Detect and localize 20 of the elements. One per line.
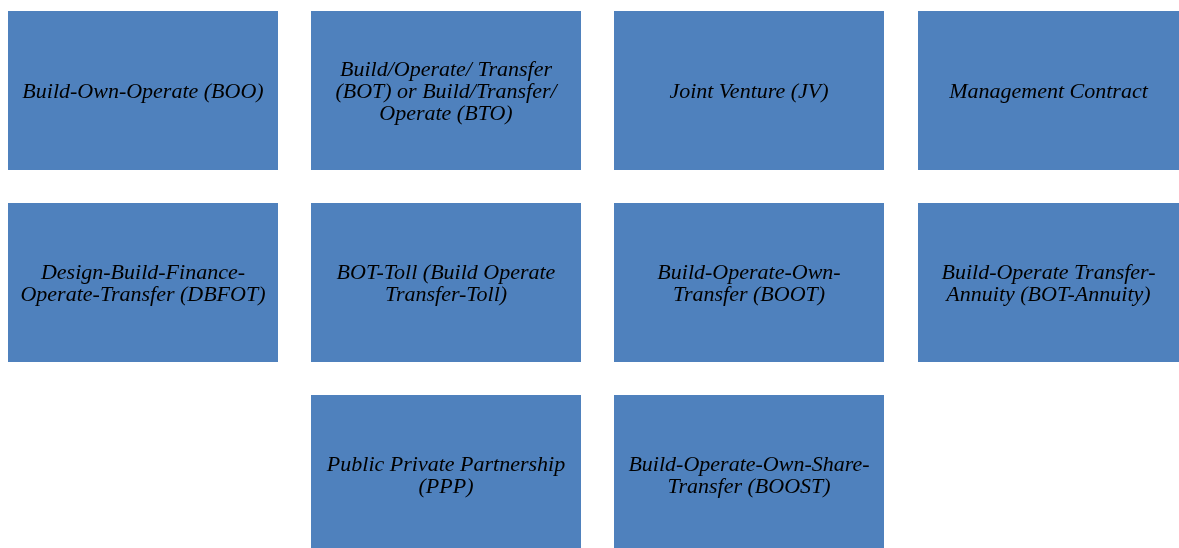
box-label: Design-Build-Finance-Operate-Transfer (DBFOT) <box>19 260 267 305</box>
category-box <box>918 11 1179 170</box>
category-box <box>8 11 278 170</box>
box-label: Joint Venture (JV) <box>669 79 829 102</box>
box-label: Public Private Partnership (PPP) <box>325 452 567 497</box>
box-label: Management Contract <box>949 79 1148 102</box>
category-box <box>918 203 1179 362</box>
box-label: Build-Operate Transfer-Annuity (BOT-Annuity) <box>940 260 1157 305</box>
box-label: Build-Operate-Own-Share-Transfer (BOOST) <box>627 452 871 497</box>
category-box <box>311 395 581 548</box>
category-box <box>311 203 581 362</box>
box-label: BOT-Toll (Build Operate Transfer-Toll) <box>335 260 557 305</box>
box-label: Build/Operate/ Transfer (BOT) or Build/Transfer/ Operate (BTO) <box>334 57 559 124</box>
category-box <box>8 203 278 362</box>
box-label: Build-Own-Operate (BOO) <box>22 79 264 102</box>
category-box <box>614 11 884 170</box>
category-box <box>614 395 884 548</box>
category-box <box>311 11 581 170</box>
box-label: Build-Operate-Own-Transfer (BOOT) <box>656 260 842 305</box>
category-box <box>614 203 884 362</box>
